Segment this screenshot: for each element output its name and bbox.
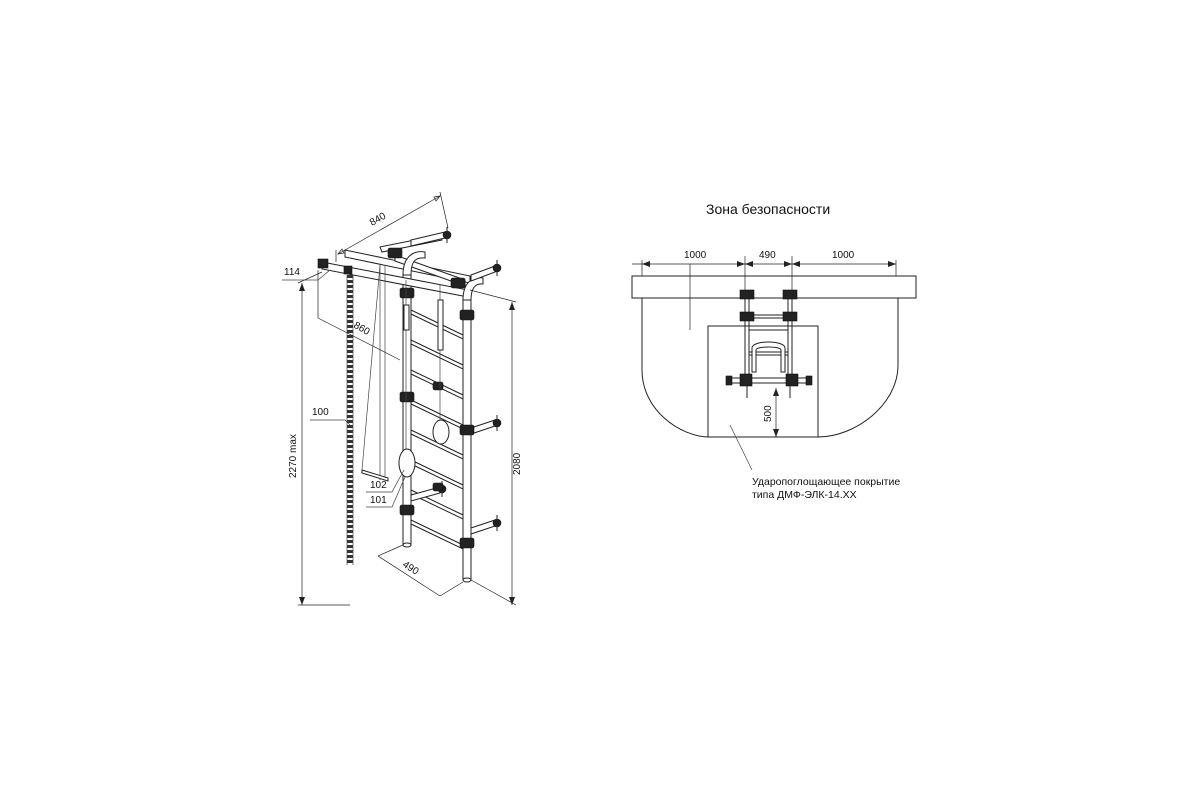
dim-860-label: 860: [352, 320, 372, 338]
rope-ladder: [361, 264, 389, 482]
dim-left-zone-label: 1000: [684, 250, 707, 261]
wall: [631, 275, 917, 299]
post-clamps: [387, 247, 475, 549]
safety-zone-plan: Зона безопасности: [631, 201, 917, 501]
callout-114: 114: [282, 267, 331, 281]
dim-2270-label: 2270 max: [288, 434, 299, 478]
pullup-bar: [317, 234, 484, 301]
climbing-rope: [346, 275, 354, 565]
callout-100: 100: [310, 407, 351, 426]
mat-note-line1: Ударопоглощающее покрытие: [752, 476, 900, 488]
callout-114-label: 114: [284, 267, 300, 278]
wall-brackets: [410, 227, 502, 535]
mat-note-line2: типа ДМФ-ЭЛК-14.ХХ: [752, 489, 857, 501]
ladder-top-view: [725, 289, 813, 398]
dim-500-label: 500: [763, 405, 774, 422]
dimension-490: 490: [377, 544, 464, 597]
callout-100-label: 100: [312, 407, 329, 418]
gymnastic-rings: [398, 280, 450, 478]
dimension-500: 500: [763, 388, 820, 438]
wall-bars-isometric-drawing: 840 860 2270 max 2080: [282, 191, 523, 606]
dim-right-zone-label: 1000: [832, 250, 855, 261]
callout-101: 101: [366, 476, 406, 508]
ladder-rungs: [410, 309, 464, 550]
dim-2080-label: 2080: [512, 452, 523, 475]
note-leader: [729, 424, 753, 471]
dim-490-label: 490: [400, 559, 420, 578]
callout-102-label: 102: [370, 480, 387, 491]
dimension-2080: 2080: [469, 289, 523, 606]
dimension-row-top: 1000 490 1000: [632, 250, 897, 330]
dim-center-label: 490: [759, 250, 776, 261]
callout-102: 102: [366, 469, 405, 493]
callout-101-label: 101: [370, 495, 387, 506]
dimension-2270: 2270 max: [288, 271, 350, 606]
dim-840-label: 840: [368, 211, 388, 229]
mat-area: [707, 325, 819, 438]
safety-zone-title: Зона безопасности: [706, 201, 830, 217]
dimension-860: 860: [317, 270, 401, 361]
